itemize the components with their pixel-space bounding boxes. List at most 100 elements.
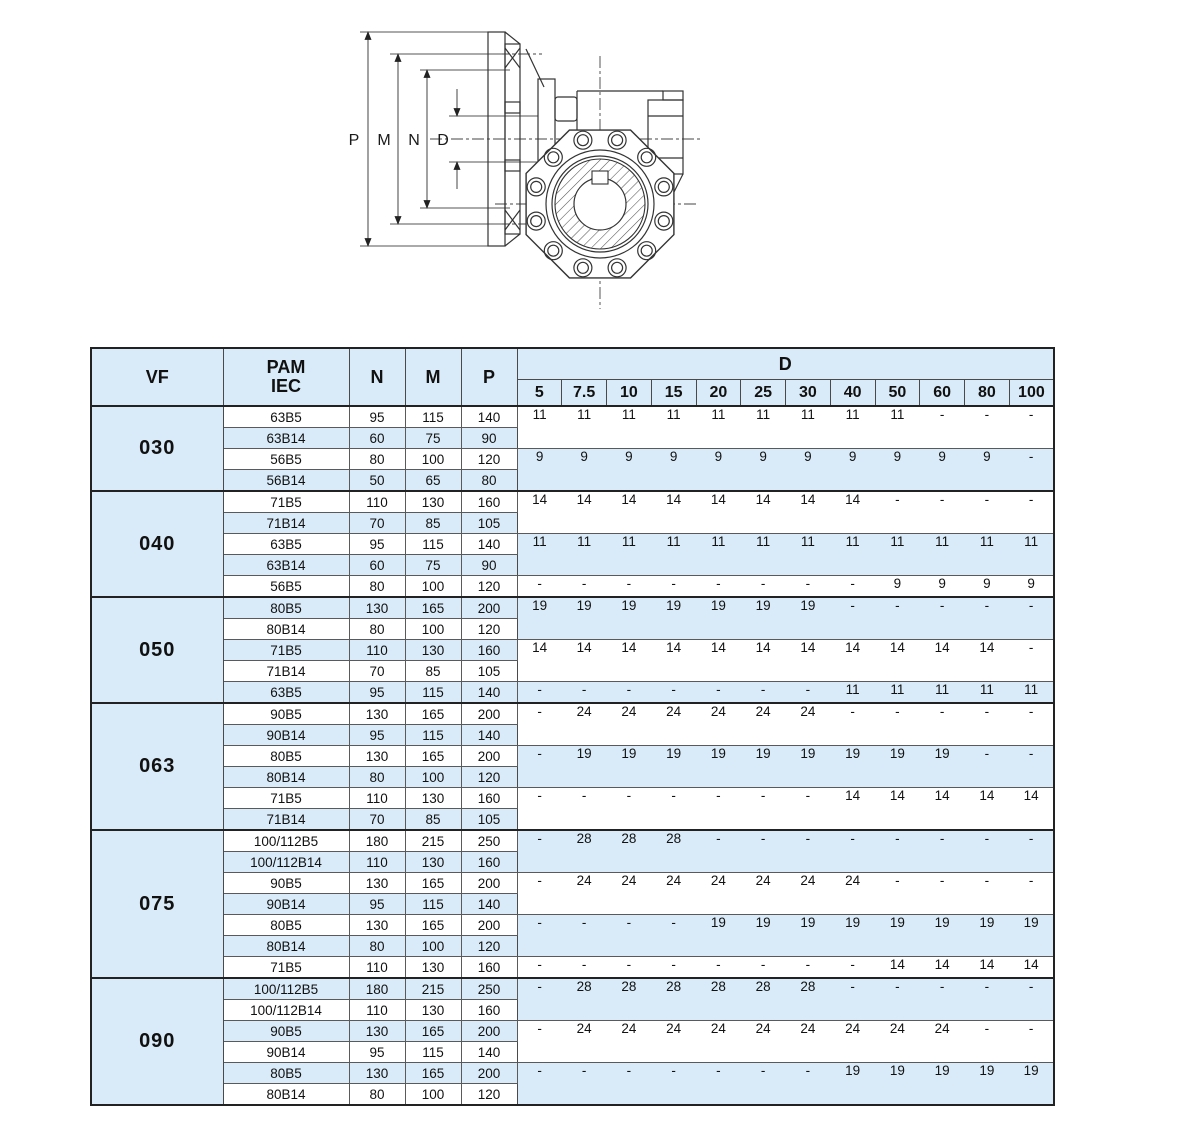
d-value-cell: 9 <box>964 448 1010 492</box>
d-value-cell: 19 <box>964 1062 1010 1106</box>
m-value-cell: 115 <box>404 893 462 915</box>
d-value-cell: - <box>1009 596 1055 640</box>
n-value-cell: 130 <box>348 702 406 725</box>
d-value-cell: 19 <box>830 1062 875 1106</box>
d-value-cell: - <box>830 702 875 746</box>
d-value-cell: - <box>875 977 920 1021</box>
d-value-cell: - <box>919 596 965 640</box>
d-value-cell: - <box>606 1062 652 1106</box>
p-value-cell: 120 <box>460 766 518 788</box>
d-value-cell: 19 <box>606 745 652 788</box>
d-value-cell: - <box>696 575 741 598</box>
n-value-cell: 110 <box>348 956 406 979</box>
d-value-cell: 19 <box>785 745 831 788</box>
d-value-cell: 24 <box>740 702 786 746</box>
d-value-cell: - <box>561 787 607 831</box>
d-value-cell: 11 <box>561 533 607 576</box>
iec-cell: 100/112B14 <box>222 999 350 1021</box>
iec-cell: 71B5 <box>222 490 350 513</box>
d-value-cell: 11 <box>696 533 741 576</box>
header-pam-iec: PAM IEC <box>222 347 350 407</box>
p-value-cell: 200 <box>460 596 518 619</box>
d-value-cell: - <box>875 490 920 534</box>
d-value-cell: - <box>875 596 920 640</box>
d-value-cell: 11 <box>1009 681 1055 704</box>
d-value-cell: 14 <box>516 639 562 682</box>
iec-cell: 80B5 <box>222 1062 350 1084</box>
d-value-cell: 19 <box>785 596 831 640</box>
vf-group-cell: 063 <box>90 702 224 831</box>
d-value-cell: - <box>964 490 1010 534</box>
header-iec: IEC <box>270 376 301 396</box>
n-value-cell: 70 <box>348 660 406 682</box>
iec-cell: 80B14 <box>222 935 350 957</box>
n-value-cell: 130 <box>348 745 406 767</box>
p-value-cell: 160 <box>460 999 518 1021</box>
d-value-cell: 11 <box>606 533 652 576</box>
header-ratio: 20 <box>695 379 742 407</box>
d-value-cell: 11 <box>516 405 562 449</box>
iec-cell: 80B5 <box>222 745 350 767</box>
d-value-cell: - <box>964 745 1010 788</box>
d-value-cell: 11 <box>830 405 875 449</box>
d-value-cell: 9 <box>740 448 786 492</box>
d-value-cell: 14 <box>875 956 920 979</box>
d-value-cell: 19 <box>919 914 965 957</box>
d-value-cell: - <box>919 872 965 915</box>
d-value-cell: 24 <box>561 872 607 915</box>
d-value-cell: - <box>1009 977 1055 1021</box>
d-value-cell: - <box>561 575 607 598</box>
d-value-cell: 24 <box>875 1020 920 1063</box>
m-value-cell: 165 <box>404 872 462 894</box>
d-value-cell: 9 <box>696 448 741 492</box>
d-value-cell: 14 <box>651 490 696 534</box>
dim-label-p: P <box>349 132 360 149</box>
iec-cell: 100/112B5 <box>222 977 350 1000</box>
header-m: M <box>404 347 462 407</box>
p-value-cell: 140 <box>460 533 518 555</box>
d-value-cell: - <box>651 914 696 957</box>
header-ratio: 5 <box>516 379 563 407</box>
dimension-arrows <box>364 31 461 247</box>
d-value-cell: 19 <box>875 1062 920 1106</box>
d-value-cell: 28 <box>561 829 607 873</box>
d-value-cell: 24 <box>606 702 652 746</box>
d-value-cell: - <box>651 681 696 704</box>
p-value-cell: 160 <box>460 787 518 809</box>
iec-cell: 80B14 <box>222 766 350 788</box>
d-value-cell: - <box>1009 829 1055 873</box>
n-value-cell: 70 <box>348 512 406 534</box>
m-value-cell: 75 <box>404 554 462 576</box>
d-value-cell: 11 <box>696 405 741 449</box>
d-value-cell: 24 <box>606 872 652 915</box>
header-n: N <box>348 347 406 407</box>
iec-cell: 63B5 <box>222 405 350 428</box>
iec-cell: 63B5 <box>222 681 350 704</box>
n-value-cell: 110 <box>348 851 406 873</box>
d-value-cell: 9 <box>875 448 920 492</box>
d-value-cell: 24 <box>651 1020 696 1063</box>
d-value-cell: - <box>696 1062 741 1106</box>
n-value-cell: 50 <box>348 469 406 492</box>
d-value-cell: 24 <box>740 872 786 915</box>
d-value-cell: 19 <box>1009 1062 1055 1106</box>
iec-cell: 71B5 <box>222 639 350 661</box>
iec-cell: 63B14 <box>222 427 350 449</box>
p-value-cell: 140 <box>460 405 518 428</box>
vf-group-cell: 030 <box>90 405 224 492</box>
d-value-cell: 11 <box>606 405 652 449</box>
d-value-cell: 19 <box>516 596 562 640</box>
d-value-cell: 24 <box>696 872 741 915</box>
